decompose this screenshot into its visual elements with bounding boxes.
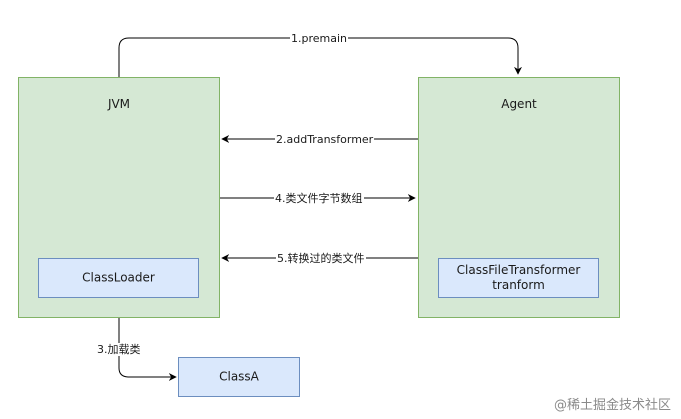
classa-label: ClassA — [219, 369, 259, 384]
edge-label-add-transformer: 2.addTransformer — [275, 133, 375, 146]
classa-node: ClassA — [178, 357, 300, 397]
edge-label-class-bytes: 4.类文件字节数组 — [274, 192, 364, 205]
transformer-label: ClassFileTransformer tranform — [456, 263, 581, 292]
classloader-node: ClassLoader — [38, 258, 199, 298]
agent-title: Agent — [501, 97, 537, 111]
watermark-text: @稀土掘金技术社区 — [553, 398, 671, 413]
edge-load — [118, 318, 177, 381]
edge-label-load: 3.加载类 — [96, 343, 142, 356]
jvm-title: JVM — [107, 97, 131, 111]
edge-label-transformed: 5.转换过的类文件 — [276, 252, 366, 265]
transformer-node: ClassFileTransformer tranform — [438, 258, 599, 298]
edge-label-premain: 1.premain — [290, 32, 349, 45]
classloader-label: ClassLoader — [82, 270, 155, 285]
